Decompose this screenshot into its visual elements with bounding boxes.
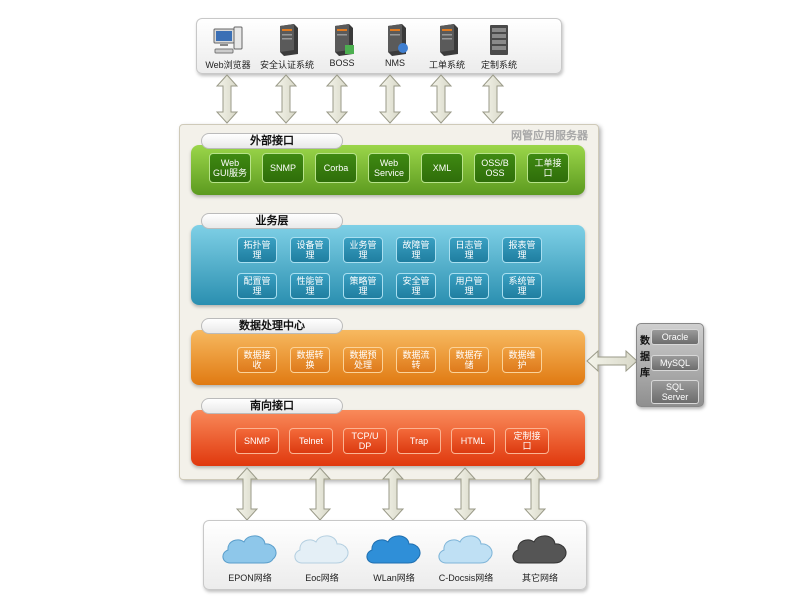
database-mysql: MySQL (651, 355, 699, 371)
client-custom-system: 定制系统 (469, 23, 529, 71)
network-label: WLan网络 (373, 573, 415, 583)
interface-box: SNMP (262, 153, 304, 183)
client-boss: BOSS (312, 23, 372, 68)
business-module: 安全管 理 (396, 273, 436, 299)
client-ticket-system: 工单系统 (417, 23, 477, 71)
client-label: Web浏览器 (205, 60, 251, 70)
business-module: 系统管 理 (502, 273, 542, 299)
business-module: 策略管 理 (343, 273, 383, 299)
server-rack-icon (490, 25, 508, 55)
client-systems-panel: Web浏览器 安全认证系统 BOSS NMS (196, 18, 562, 74)
data-module: 数据流 转 (396, 347, 436, 373)
network-management-server: 网管应用服务器 外部接口 Web GUI服务 SNMP Corba Web Se… (179, 124, 599, 480)
business-module: 日志管 理 (449, 237, 489, 263)
network-epon: EPON网络 (212, 529, 288, 584)
network-label: 其它网络 (521, 573, 558, 583)
business-module: 配置管 理 (237, 273, 277, 299)
double-arrow-icon (429, 74, 453, 124)
business-module: 性能管 理 (290, 273, 330, 299)
business-layer: 业务层 拓扑管 理 设备管 理 业务管 理 故障管 理 日志管 理 报表管 理 … (191, 213, 585, 305)
double-arrow-icon (378, 74, 402, 124)
layer-title: 数据处理中心 (201, 318, 343, 334)
south-interface-box: Telnet (289, 428, 333, 454)
client-nms: NMS (365, 23, 425, 68)
cloud-icon (294, 535, 349, 564)
network-label: Eoc网络 (305, 573, 339, 583)
cloud-icon (438, 535, 493, 564)
client-label: 定制系统 (480, 60, 517, 70)
layer-title: 南向接口 (201, 398, 343, 414)
interface-box: Web GUI服务 (209, 153, 251, 183)
data-module: 数据维 护 (502, 347, 542, 373)
server-icon (440, 24, 458, 56)
server-icon (388, 24, 408, 56)
south-interface-box: 定制接 口 (505, 428, 549, 454)
business-module: 用户管 理 (449, 273, 489, 299)
double-arrow-icon (325, 74, 349, 124)
southbound-interface-layer: 南向接口 SNMP Telnet TCP/U DP Trap HTML 定制接 … (191, 398, 585, 466)
double-arrow-icon (523, 467, 547, 521)
client-label: BOSS (329, 58, 355, 68)
south-interface-box: Trap (397, 428, 441, 454)
cloud-icon (512, 535, 567, 564)
server-title: 网管应用服务器 (511, 130, 588, 142)
network-wlan: WLan网络 (356, 529, 432, 584)
south-interface-box: SNMP (235, 428, 279, 454)
double-arrow-icon (481, 74, 505, 124)
server-icon (280, 24, 298, 56)
network-other: 其它网络 (502, 529, 578, 584)
network-eoc: Eoc网络 (284, 529, 360, 584)
interface-box: XML (421, 153, 463, 183)
interface-box: Web Service (368, 153, 410, 183)
cloud-icon (366, 535, 421, 564)
cloud-icon (222, 535, 277, 564)
network-label: EPON网络 (228, 573, 272, 583)
layer-title: 外部接口 (201, 133, 343, 149)
data-module: 数据预 处理 (343, 347, 383, 373)
south-interface-box: HTML (451, 428, 495, 454)
client-label: NMS (385, 58, 405, 68)
bottom-connection-arrows (235, 467, 547, 521)
access-networks-panel: EPON网络 Eoc网络 WLan网络 C-Docsis网络 其它网络 (203, 520, 587, 590)
data-module: 数据接 收 (237, 347, 277, 373)
server-icon (335, 24, 354, 56)
interface-box: OSS/B OSS (474, 153, 516, 183)
client-label: 工单系统 (428, 60, 465, 70)
network-label: C-Docsis网络 (438, 573, 494, 583)
computer-icon (213, 26, 243, 54)
top-connection-arrows (215, 74, 505, 124)
interface-box: Corba (315, 153, 357, 183)
double-arrow-icon (235, 467, 259, 521)
double-arrow-icon (274, 74, 298, 124)
business-module: 拓扑管 理 (237, 237, 277, 263)
client-security-auth: 安全认证系统 (257, 23, 317, 71)
business-module: 设备管 理 (290, 237, 330, 263)
double-arrow-icon (586, 349, 638, 373)
business-module: 报表管 理 (502, 237, 542, 263)
database-oracle: Oracle (651, 329, 699, 345)
database-panel: 数据库 Oracle MySQL SQL Server (636, 323, 704, 407)
client-web-browser: Web浏览器 (198, 23, 258, 71)
database-sqlserver: SQL Server (651, 380, 699, 404)
data-processing-layer: 数据处理中心 数据接 收 数据转 换 数据预 处理 数据流 转 数据存 储 数据… (191, 318, 585, 385)
database-connection-arrow (586, 349, 638, 373)
business-module: 故障管 理 (396, 237, 436, 263)
double-arrow-icon (308, 467, 332, 521)
database-label: 数据库 (640, 336, 650, 379)
network-cdocsis: C-Docsis网络 (428, 529, 504, 584)
data-module: 数据存 储 (449, 347, 489, 373)
south-interface-box: TCP/U DP (343, 428, 387, 454)
interface-box: 工单接 口 (527, 153, 569, 183)
business-module: 业务管 理 (343, 237, 383, 263)
data-module: 数据转 换 (290, 347, 330, 373)
double-arrow-icon (215, 74, 239, 124)
client-label: 安全认证系统 (259, 60, 314, 70)
layer-title: 业务层 (201, 213, 343, 229)
double-arrow-icon (381, 467, 405, 521)
double-arrow-icon (453, 467, 477, 521)
external-interface-layer: 外部接口 Web GUI服务 SNMP Corba Web Service XM… (191, 133, 585, 195)
